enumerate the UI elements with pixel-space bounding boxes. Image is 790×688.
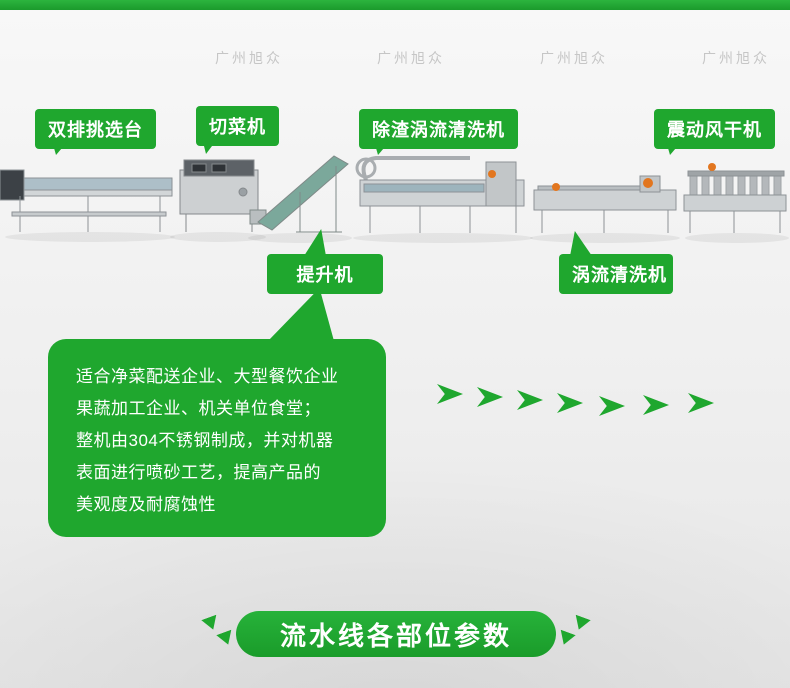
bubble-tail	[268, 288, 334, 341]
flow-arrow-icon	[557, 393, 583, 413]
elevator-illustration	[249, 155, 349, 233]
banner-deco-arrow-icon	[556, 630, 575, 648]
flow-arrow-icon	[517, 390, 543, 410]
cutting-machine-illustration	[179, 159, 259, 232]
flow-arrow-icon	[477, 387, 503, 407]
flow-arrow-icon	[599, 396, 625, 416]
flow-arrow-icon	[688, 393, 714, 413]
bubble-line: 适合净菜配送企业、大型餐饮企业	[76, 367, 339, 386]
label-elevator: 提升机	[267, 254, 383, 294]
top-green-bar	[0, 0, 790, 10]
watermark-text: 广州旭众	[377, 50, 445, 66]
sorting-table-illustration	[0, 169, 173, 232]
vibration-dryer-illustration	[683, 163, 787, 233]
watermark-text: 广州旭众	[540, 50, 608, 66]
vortex-washer-illustration	[533, 175, 677, 233]
bubble-line: 美观度及耐腐蚀性	[76, 495, 216, 514]
watermark-text: 广州旭众	[215, 50, 283, 66]
bubble-line: 果蔬加工企业、机关单位食堂；	[76, 399, 321, 418]
description-bubble: 适合净菜配送企业、大型餐饮企业 果蔬加工企业、机关单位食堂； 整机由304不锈钢…	[48, 339, 386, 537]
bubble-line: 表面进行喷砂工艺，提高产品的	[76, 463, 321, 482]
flow-arrow-icon	[643, 395, 669, 415]
section-banner: 流水线各部位参数	[236, 611, 556, 657]
banner-deco-arrow-icon	[216, 630, 235, 648]
slag-vortex-washer-illustration	[355, 156, 525, 233]
section-banner-title: 流水线各部位参数	[279, 620, 512, 651]
banner-deco-arrow-icon	[571, 615, 590, 633]
flow-arrow-icon	[437, 384, 463, 404]
bubble-line: 整机由304不锈钢制成，并对机器	[76, 431, 334, 450]
label-vortex-washer: 涡流清洗机	[559, 254, 673, 294]
production-line-illustration	[0, 155, 789, 243]
watermark-text: 广州旭众	[702, 50, 770, 66]
banner-deco-arrow-icon	[201, 615, 220, 633]
